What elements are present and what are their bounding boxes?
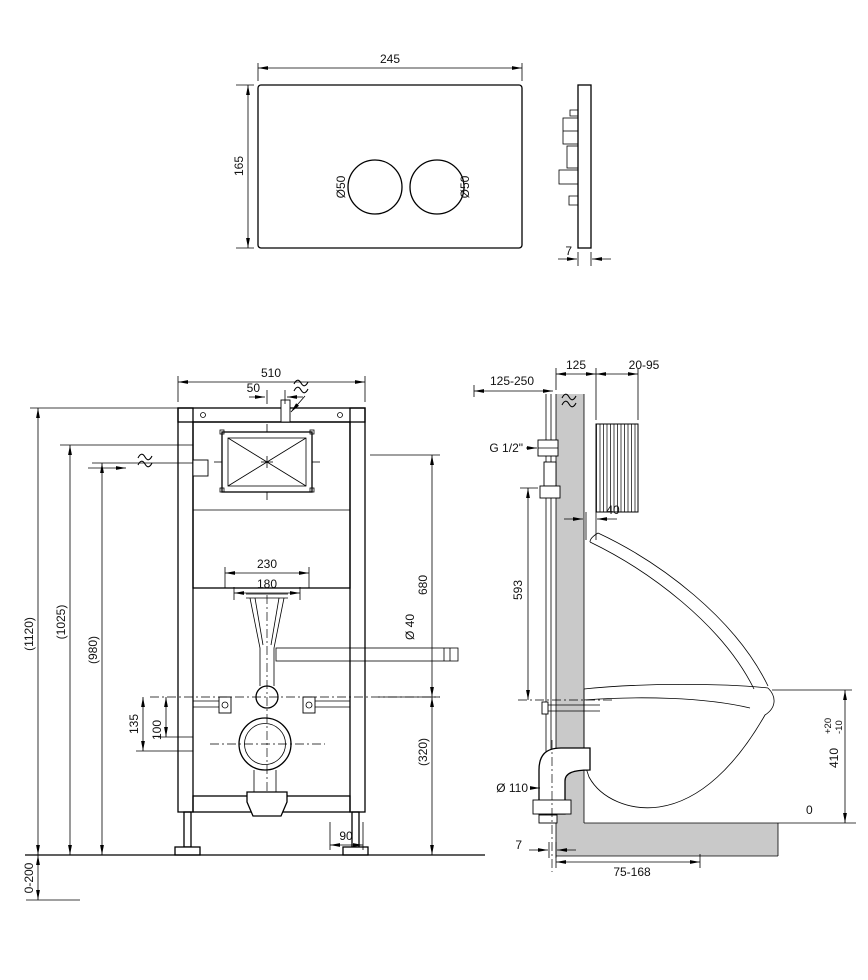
flush-pipe-dia-label: Ø 40 [403,614,417,640]
foot-offset-label: 90 [339,829,353,843]
dim-offset-a: 135 [127,697,193,752]
dim-bolt-span-narrow: 180 [233,577,301,600]
dim-foot-offset: 90 [329,822,364,850]
left-foot-plate [174,846,201,856]
height-c-label: 680 [416,575,430,595]
dim-total-height: (1120) [22,407,178,855]
dim-frame-depth: 125 [555,358,639,420]
pipe-offset-label: 40 [606,503,620,517]
offset-a-label: 135 [127,714,141,734]
wc-outlet-inner [244,723,286,765]
button-left-dia-label: Ø50 [334,175,348,198]
wc-bolt-side [541,701,600,715]
dim-height-b: (980) [86,462,193,855]
drain-elbow-front [246,791,288,817]
dim-frame-width: 510 [177,366,366,402]
dim-plate-height: 165 [232,84,254,249]
offset-b-label: 100 [150,720,164,740]
dim-floor-buildup: 0-200 [22,855,80,901]
height-a-label: (1025) [54,605,68,640]
dim-height-d: (320) [416,697,434,855]
top-supply-arrow [290,395,306,413]
supply-thread-label: G 1/2" [489,441,523,455]
dim-offset-b: 100 [150,697,193,740]
rim-tol-minus-label: -10 [834,720,845,734]
height-b-label: (980) [86,636,100,664]
dim-plate-width: 245 [257,52,523,81]
flush-plate-front-view: 245 165 Ø50 Ø50 [232,52,523,249]
plate-height-label: 165 [232,156,246,176]
dim-base-gap: 7 [515,838,576,858]
cistern [192,421,351,589]
frame-width-label: 510 [261,366,281,380]
button-right-dia-label: Ø50 [458,175,472,198]
right-foot-plate [342,846,369,856]
outlet-dia-label: Ø 110 [496,781,528,795]
finish-range-label: 20-95 [629,358,660,372]
plate-side-outline [577,84,592,249]
floor-buildup-label: 0-200 [22,862,36,893]
inlet-offset-label: 50 [247,381,261,395]
left-foot-rod [183,811,192,848]
plate-width-label: 245 [380,52,400,66]
installation-side-view: G 1/2" Ø 110 125-250 [473,358,856,879]
total-height-label: (1120) [22,617,36,651]
side-inlet-stub [192,459,209,477]
bolt-span-wide-label: 230 [257,557,277,571]
toilet-profile [583,532,775,809]
valve-height-label: 593 [511,580,525,600]
dim-outlet-range: 75-168 [555,854,701,879]
dim-valve-height: 593 [511,487,612,701]
rim-height-label: 410 [827,748,841,768]
dim-pipe-offset: 40 [564,503,620,521]
dim-inlet-offset: 50 [247,381,303,404]
water-supply-side-icon [137,453,153,468]
fixing-bolts [193,696,350,714]
flush-button-right [409,159,465,215]
bolt-span-narrow-label: 180 [257,577,277,591]
flush-button-left [347,159,403,215]
dim-bolt-span-wide: 230 [224,557,310,588]
wc-outlet-outer [238,717,292,771]
dim-height-c: 680 [370,454,440,698]
height-d-label: (320) [416,738,430,766]
supply-range-label: 125-250 [490,374,534,388]
zero-level-label: 0 [806,803,813,817]
flush-pipe-horizontal [275,647,459,662]
right-foot-rod [351,811,360,848]
outlet-range-label: 75-168 [613,865,651,879]
dim-supply-range: 125-250 [473,374,553,397]
frame-depth-label: 125 [566,358,586,372]
top-inlet-stub [280,399,291,423]
plate-mechanism [558,109,579,206]
dim-height-a: (1025) [54,444,193,855]
flush-plate-side-view: 7 [558,84,611,266]
dim-finish-range: 20-95 [596,358,660,376]
flush-plate-outline [257,84,523,249]
floor-section [584,823,778,856]
dim-rim-height: 410 +20 -10 0 [772,689,856,824]
wall-finish-zone [595,423,639,513]
supply-fittings [537,439,561,499]
frame-front-view: 510 50 (1120) (1025) (980) 23 [22,366,485,901]
dim-plate-thickness: 7 [558,244,611,266]
plate-thickness-label: 7 [565,244,572,258]
base-gap-label: 7 [515,838,522,852]
rim-tol-plus-label: +20 [823,718,834,734]
